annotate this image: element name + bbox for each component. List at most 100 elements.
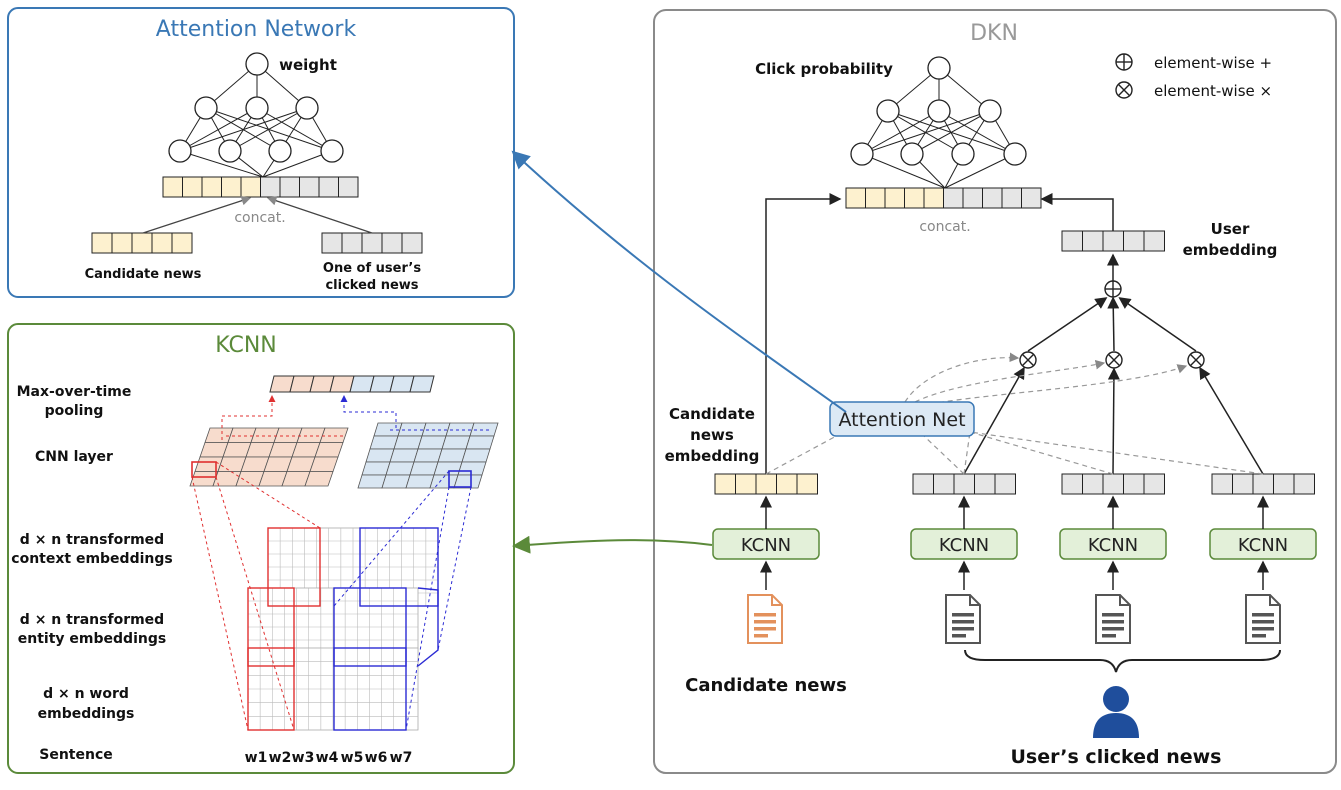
kcnn-box[interactable]: KCNN bbox=[1059, 528, 1167, 560]
user-embedding-label-line2: embedding bbox=[1183, 241, 1278, 259]
attention-node bbox=[268, 139, 292, 163]
cnn-red-map-cell bbox=[319, 427, 349, 443]
red-projection bbox=[191, 476, 249, 731]
attention-weight-arrow bbox=[914, 359, 1106, 403]
candidate-embedding-cell bbox=[714, 473, 736, 495]
red-projection bbox=[215, 476, 295, 731]
kcnn-box[interactable]: KCNN bbox=[1209, 528, 1317, 560]
clicked-embedding-cell bbox=[1102, 473, 1124, 495]
sum-node bbox=[1104, 280, 1122, 298]
max-pool-label-line1: Max-over-time bbox=[17, 384, 132, 400]
attention-concat-cell bbox=[240, 176, 261, 198]
clicked-document-icon-line bbox=[1252, 634, 1266, 638]
attention-clicked-label-line2: clicked news bbox=[325, 278, 418, 293]
clicked-document-icon bbox=[945, 594, 981, 644]
max-pool-label-line2: pooling bbox=[45, 403, 104, 419]
attention-input-arrow bbox=[142, 196, 252, 234]
kcnn-embedding-stack bbox=[189, 375, 499, 731]
dkn-link bbox=[911, 110, 991, 155]
cnn-layer-label: CNN layer bbox=[35, 449, 113, 465]
emb-to-product-arrow bbox=[1199, 366, 1264, 475]
sentence-word: w7 bbox=[390, 750, 413, 766]
attention-candidate-cell bbox=[131, 232, 153, 254]
red-projection bbox=[215, 461, 321, 529]
candidate-embedding-cell bbox=[796, 473, 818, 495]
context-label-line2: context embeddings bbox=[11, 551, 172, 567]
attention-node bbox=[245, 96, 269, 120]
user-embedding-label-line1: User bbox=[1211, 220, 1250, 238]
kcnn-box[interactable]: KCNN bbox=[712, 528, 820, 560]
clicked-embedding-cell bbox=[1082, 473, 1104, 495]
attention-link bbox=[256, 107, 333, 152]
attention-concat-cell bbox=[201, 176, 222, 198]
cnn-blue-map-cell bbox=[433, 461, 463, 476]
product-to-sum-arrow bbox=[1118, 297, 1197, 352]
cnn-blue-map-cell bbox=[461, 448, 491, 463]
kcnn-box-label: KCNN bbox=[1088, 535, 1138, 556]
attention-dashed bbox=[923, 435, 965, 475]
users-clicked-news-label: User’s clicked news bbox=[1011, 746, 1222, 768]
attention-concat-cell bbox=[182, 176, 203, 198]
cnn-blue-map-cell bbox=[357, 474, 387, 489]
candidate-document-icon-line bbox=[754, 627, 776, 631]
cnn-blue-map-cell bbox=[393, 435, 423, 450]
clicked-document-icon-line bbox=[1252, 613, 1274, 617]
clicked-embedding-cell bbox=[1232, 473, 1254, 495]
cnn-blue-map-cell bbox=[381, 474, 411, 489]
cnn-blue-map-cell bbox=[409, 461, 439, 476]
user-to-concat-arrow bbox=[1040, 193, 1114, 231]
attention-dashed bbox=[963, 431, 971, 475]
candidate-document-icon-line bbox=[754, 634, 768, 638]
clicked-document-icon-line bbox=[952, 613, 974, 617]
click-probability-label: Click probability bbox=[755, 60, 893, 78]
user-embedding-cell bbox=[1102, 230, 1124, 252]
attention-weight-arrow bbox=[904, 352, 1020, 403]
sentence-word: w3 bbox=[292, 750, 315, 766]
attention-concat-cell bbox=[162, 176, 183, 198]
cnn-red-map-cell bbox=[304, 471, 334, 487]
candidate-embedding-cell bbox=[735, 473, 757, 495]
cnn-blue-map-cell bbox=[405, 474, 435, 489]
cnn-blue-map-cell bbox=[441, 435, 471, 450]
dkn-concat-cell bbox=[845, 187, 866, 209]
candidate-document-icon-fold bbox=[771, 595, 782, 606]
candidate-news-label: Candidate news bbox=[685, 675, 847, 696]
attention-node bbox=[295, 96, 319, 120]
attention-clicked-label-line1: One of user’s bbox=[323, 261, 421, 276]
clicked-document-icon-body bbox=[1095, 594, 1131, 644]
attention-node bbox=[320, 139, 344, 163]
blue-projection bbox=[437, 486, 472, 651]
sentence-word: w5 bbox=[341, 750, 364, 766]
candidate-embedding-label-line1: Candidate bbox=[669, 405, 755, 423]
candidate-document-icon-body bbox=[747, 594, 783, 644]
clicked-document-icon-fold bbox=[1269, 595, 1280, 606]
clicked-embedding-cell bbox=[1123, 473, 1145, 495]
times-icon-b bbox=[1189, 353, 1203, 367]
kcnn-box-label: KCNN bbox=[741, 535, 791, 556]
cnn-blue-map-cell bbox=[365, 448, 395, 463]
attention-clicked-cell bbox=[401, 232, 423, 254]
kcnn-panel-title: KCNN bbox=[215, 333, 277, 358]
dkn-concat-cell bbox=[884, 187, 905, 209]
candidate-to-concat-arrow bbox=[765, 193, 842, 474]
dkn-concat-label: concat. bbox=[919, 219, 970, 235]
user-embedding-cell bbox=[1143, 230, 1165, 252]
attention-clicked-cell bbox=[381, 232, 403, 254]
sentence-word: w4 bbox=[316, 750, 339, 766]
clicked-document-icon-line bbox=[1252, 627, 1274, 631]
sentence-word: w2 bbox=[269, 750, 292, 766]
cnn-blue-highlight bbox=[448, 470, 472, 488]
cnn-blue-map-cell bbox=[369, 435, 399, 450]
user-embedding-cell bbox=[1061, 230, 1083, 252]
emb-to-product-arrow bbox=[1107, 367, 1120, 475]
blue-projection bbox=[405, 486, 450, 731]
candidate-embedding-cell bbox=[776, 473, 798, 495]
emb-to-product-arrow bbox=[963, 366, 1025, 475]
blue-window bbox=[333, 647, 407, 731]
kcnn-box[interactable]: KCNN bbox=[910, 528, 1018, 560]
dkn-node bbox=[951, 142, 975, 166]
attention-concat-cell bbox=[221, 176, 242, 198]
attention-panel-border bbox=[7, 7, 515, 298]
attention-net-box[interactable]: Attention Net bbox=[829, 401, 975, 437]
dkn-concat-cell bbox=[982, 187, 1003, 209]
